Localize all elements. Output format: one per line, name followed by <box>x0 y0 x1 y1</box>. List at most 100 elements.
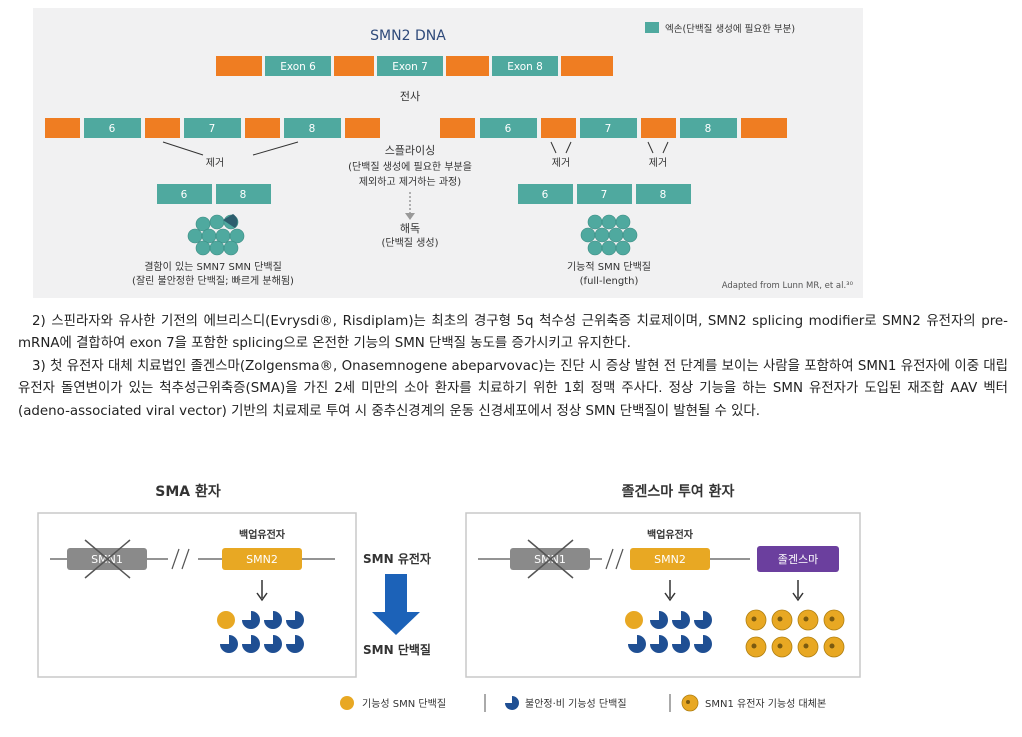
zolgensma-label: 졸겐스마 <box>778 553 818 566</box>
unstable-protein-icon <box>694 635 712 653</box>
legend-functional-label: 기능성 SMN 단백질 <box>362 698 446 710</box>
unstable-protein-icon <box>242 635 260 653</box>
left-panel-title: SMA 환자 <box>155 483 221 500</box>
exon-label: 7 <box>209 123 216 135</box>
functional-protein-icon <box>580 214 638 256</box>
splicing-desc-line1: (단백질 생성에 필요한 부분을 <box>348 161 472 173</box>
intron-block <box>45 118 80 138</box>
damaged-piece-icon <box>223 214 238 228</box>
unstable-protein-icon <box>264 635 282 653</box>
splicing-title: 스플라이싱 <box>385 144 436 157</box>
exon-block <box>636 184 691 204</box>
exon-block <box>518 184 573 204</box>
transcription-label: 전사 <box>400 90 420 103</box>
exon-label: 6 <box>505 123 512 135</box>
translation-desc: (단백질 생성) <box>382 237 439 249</box>
exon-block <box>265 56 331 76</box>
unstable-protein-icon <box>672 635 690 653</box>
exon-block <box>480 118 537 138</box>
zolgensma-mechanism-figure: SMA 환자 졸겐스마 투여 환자 SMN1 백업유전자 SMN2 SMN 유전… <box>30 470 870 737</box>
unstable-protein-icon <box>650 635 668 653</box>
unstable-protein-icon <box>286 611 304 629</box>
break-gap <box>602 550 632 568</box>
replacement-protein-dots <box>751 616 835 649</box>
smn2-label: SMN2 <box>246 553 278 566</box>
exon-label: 8 <box>309 123 316 135</box>
figure-credit: Adapted from Lunn MR, et al.³⁰ <box>722 281 854 291</box>
intron-block <box>440 118 475 138</box>
big-down-arrow-icon <box>372 612 420 635</box>
down-arrow-icon <box>405 213 415 220</box>
exon-label: 6 <box>109 123 116 135</box>
exon-block <box>377 56 443 76</box>
unstable-protein-icon <box>242 611 260 629</box>
intron-block <box>345 118 380 138</box>
unstable-protein-icon <box>220 635 238 653</box>
splicing-desc-line2: 제외하고 제거하는 과정) <box>359 175 461 188</box>
paragraph-zolgensma: 3) 첫 유전자 대체 치료법인 졸겐스마(Zolgensma®, Onasem… <box>18 356 1008 423</box>
exon-block <box>284 118 341 138</box>
zolgensma-diagram: SMA 환자 졸겐스마 투여 환자 SMN1 백업유전자 SMN2 SMN 유전… <box>37 483 861 712</box>
intron-block <box>741 118 787 138</box>
removed-label: 제거 <box>206 157 224 169</box>
smn2-gene-block <box>630 548 710 570</box>
legend-exon-swatch <box>645 22 659 33</box>
right-protein-grid <box>625 611 712 653</box>
exon-label: 7 <box>601 189 608 201</box>
exon-block <box>492 56 558 76</box>
paragraph-text: 3) 첫 유전자 대체 치료법인 졸겐스마(Zolgensma®, Onasem… <box>18 359 1008 419</box>
right-caption-2: (full-length) <box>580 276 639 287</box>
down-arrow-icon <box>792 592 804 602</box>
smn2-label: SMN2 <box>654 553 686 566</box>
removed-label: 제거 <box>552 157 570 169</box>
exon-label: 6 <box>181 189 188 201</box>
cross-icon <box>84 539 131 579</box>
exon-label: Exon 8 <box>507 61 543 73</box>
exon-label: Exon 6 <box>280 61 316 73</box>
unstable-protein-icon <box>694 611 712 629</box>
translation-title: 해독 <box>400 221 420 235</box>
exon-block <box>184 118 241 138</box>
backup-gene-label: 백업유전자 <box>647 528 694 541</box>
intron-block <box>334 56 374 76</box>
left-caption-1: 결함이 있는 SMN7 SMN 단백질 <box>144 261 282 273</box>
break-gap <box>168 550 198 568</box>
unstable-protein-icon <box>264 611 282 629</box>
exon-block <box>680 118 737 138</box>
left-panel <box>37 512 357 678</box>
exon-block <box>577 184 632 204</box>
intron-block <box>245 118 280 138</box>
figure-title: SMN2 DNA <box>370 28 446 44</box>
center-protein-label: SMN 단백질 <box>363 642 431 657</box>
smn2-splicing-figure: SMN2 DNA 엑손(단백질 생성에 필요한 부분) Exon 6 Exon … <box>33 8 863 298</box>
exon-label: Exon 7 <box>392 61 428 73</box>
exon-label: 8 <box>240 189 247 201</box>
exon-block <box>84 118 141 138</box>
intron-block <box>446 56 489 76</box>
paragraph-text: 2) 스핀라자와 유사한 기전의 에브리스디(Evrysdi®, Risdipl… <box>18 314 1008 352</box>
down-arrow-icon <box>256 592 268 602</box>
removed-label: 제거 <box>649 157 667 169</box>
cross-icon <box>527 539 574 579</box>
left-protein-grid <box>217 611 304 653</box>
exon-block <box>157 184 212 204</box>
legend-replacement-icon <box>681 694 699 712</box>
left-caption-2: (잘린 불안정한 단백질; 빠르게 분해됨) <box>132 274 294 287</box>
exon-label: 7 <box>605 123 612 135</box>
exon-label: 6 <box>542 189 549 201</box>
right-panel-title: 졸겐스마 투여 환자 <box>622 483 735 500</box>
intron-block <box>145 118 180 138</box>
exon-label: 8 <box>660 189 667 201</box>
functional-protein-icon <box>625 611 643 629</box>
intron-block <box>561 56 613 76</box>
legend-replacement-label: SMN1 유전자 기능성 대체본 <box>705 698 826 710</box>
legend-unstable-icon <box>505 696 519 710</box>
intron-block <box>216 56 262 76</box>
right-caption-1: 기능적 SMN 단백질 <box>567 261 651 273</box>
down-arrow-icon <box>664 592 676 602</box>
unstable-protein-icon <box>650 611 668 629</box>
center-gene-label: SMN 유전자 <box>363 551 431 566</box>
exon-block <box>580 118 637 138</box>
functional-protein-icon <box>217 611 235 629</box>
legend-exon-label: 엑손(단백질 생성에 필요한 부분) <box>665 23 795 35</box>
